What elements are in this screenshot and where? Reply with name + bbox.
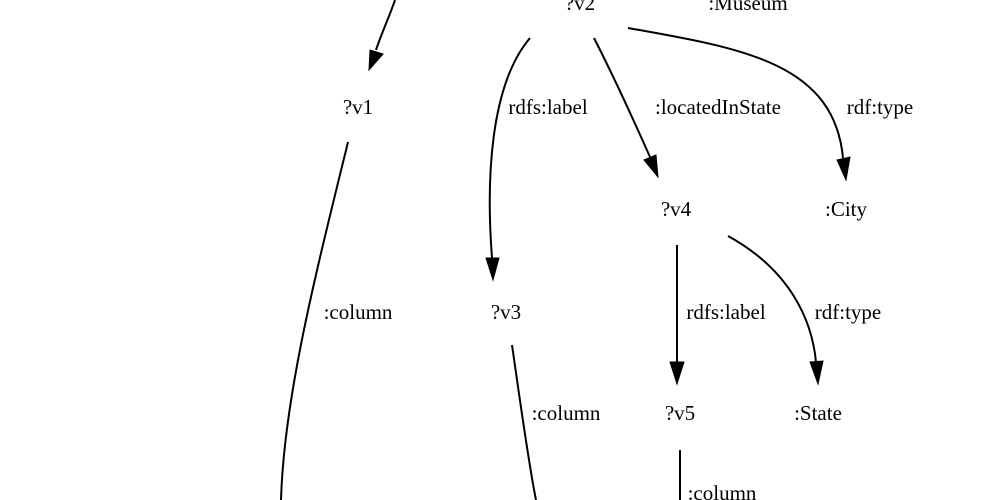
edge-v4-rdf-type	[727, 235, 817, 363]
arrowhead-to-v1	[368, 49, 384, 72]
edge-v2-rdfs-label	[488, 37, 531, 259]
arrowhead-v4-rdfs-label	[669, 361, 685, 386]
edge-label-v3-column: :column	[532, 401, 601, 425]
arrowhead-v2-rdfs-label	[485, 257, 500, 282]
arrowhead-v2-located-in-state	[643, 154, 659, 179]
edge-v1-column	[280, 141, 349, 500]
edge-label-v4-rdfs-label: rdfs:label	[686, 300, 765, 324]
node-v5: ?v5	[665, 401, 695, 425]
edge-label-v2-located-in-state: :locatedInState	[655, 95, 781, 119]
edge-label-v2-rdfs-label: rdfs:label	[508, 95, 587, 119]
edge-v3-column	[511, 344, 537, 500]
arrowhead-v4-rdf-type	[809, 360, 824, 386]
node-museum: :Museum	[708, 0, 787, 15]
node-v1: ?v1	[343, 95, 373, 119]
node-v3: ?v3	[491, 300, 521, 324]
edge-label-v4-rdf-type: rdf:type	[815, 300, 881, 324]
node-v2: ?v2	[565, 0, 595, 15]
node-v4: ?v4	[661, 197, 692, 221]
node-state: :State	[794, 401, 842, 425]
node-city: :City	[825, 197, 868, 221]
edge-label-v5-column: :column	[688, 481, 757, 500]
edge-v2-located-in-state	[593, 37, 651, 158]
edge-label-v2-rdf-type: rdf:type	[847, 95, 913, 119]
edge-to-v1	[375, 0, 396, 51]
edge-label-v1-column: :column	[324, 300, 393, 324]
arrowhead-v2-rdf-type	[836, 156, 851, 182]
edge-v2-rdf-type	[627, 27, 844, 159]
